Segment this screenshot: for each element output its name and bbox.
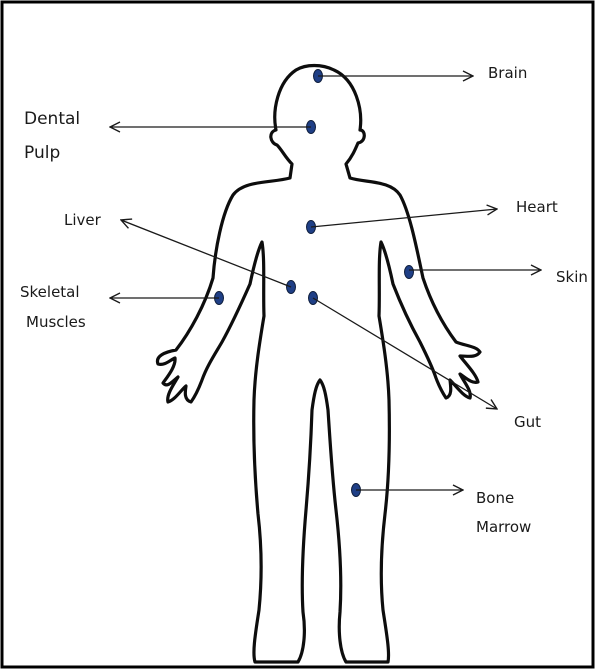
gut-label: Gut — [514, 413, 541, 431]
bone-marrow-label-line1: Bone — [476, 489, 514, 507]
skeletal-muscles-label-line1: Skeletal — [20, 283, 80, 301]
skin-label: Skin — [556, 268, 588, 286]
brain-label: Brain — [488, 64, 527, 82]
liver-label: Liver — [64, 211, 102, 229]
human-body-outline — [157, 66, 480, 663]
skeletal-muscles-label-line2: Muscles — [26, 313, 86, 331]
bone-marrow-label-line2: Marrow — [476, 518, 531, 536]
dental-pulp-label-line1: Dental — [24, 109, 80, 129]
skin-marker — [405, 266, 414, 279]
dental-pulp-label-line2: Pulp — [24, 143, 60, 163]
heart-label: Heart — [516, 198, 558, 216]
